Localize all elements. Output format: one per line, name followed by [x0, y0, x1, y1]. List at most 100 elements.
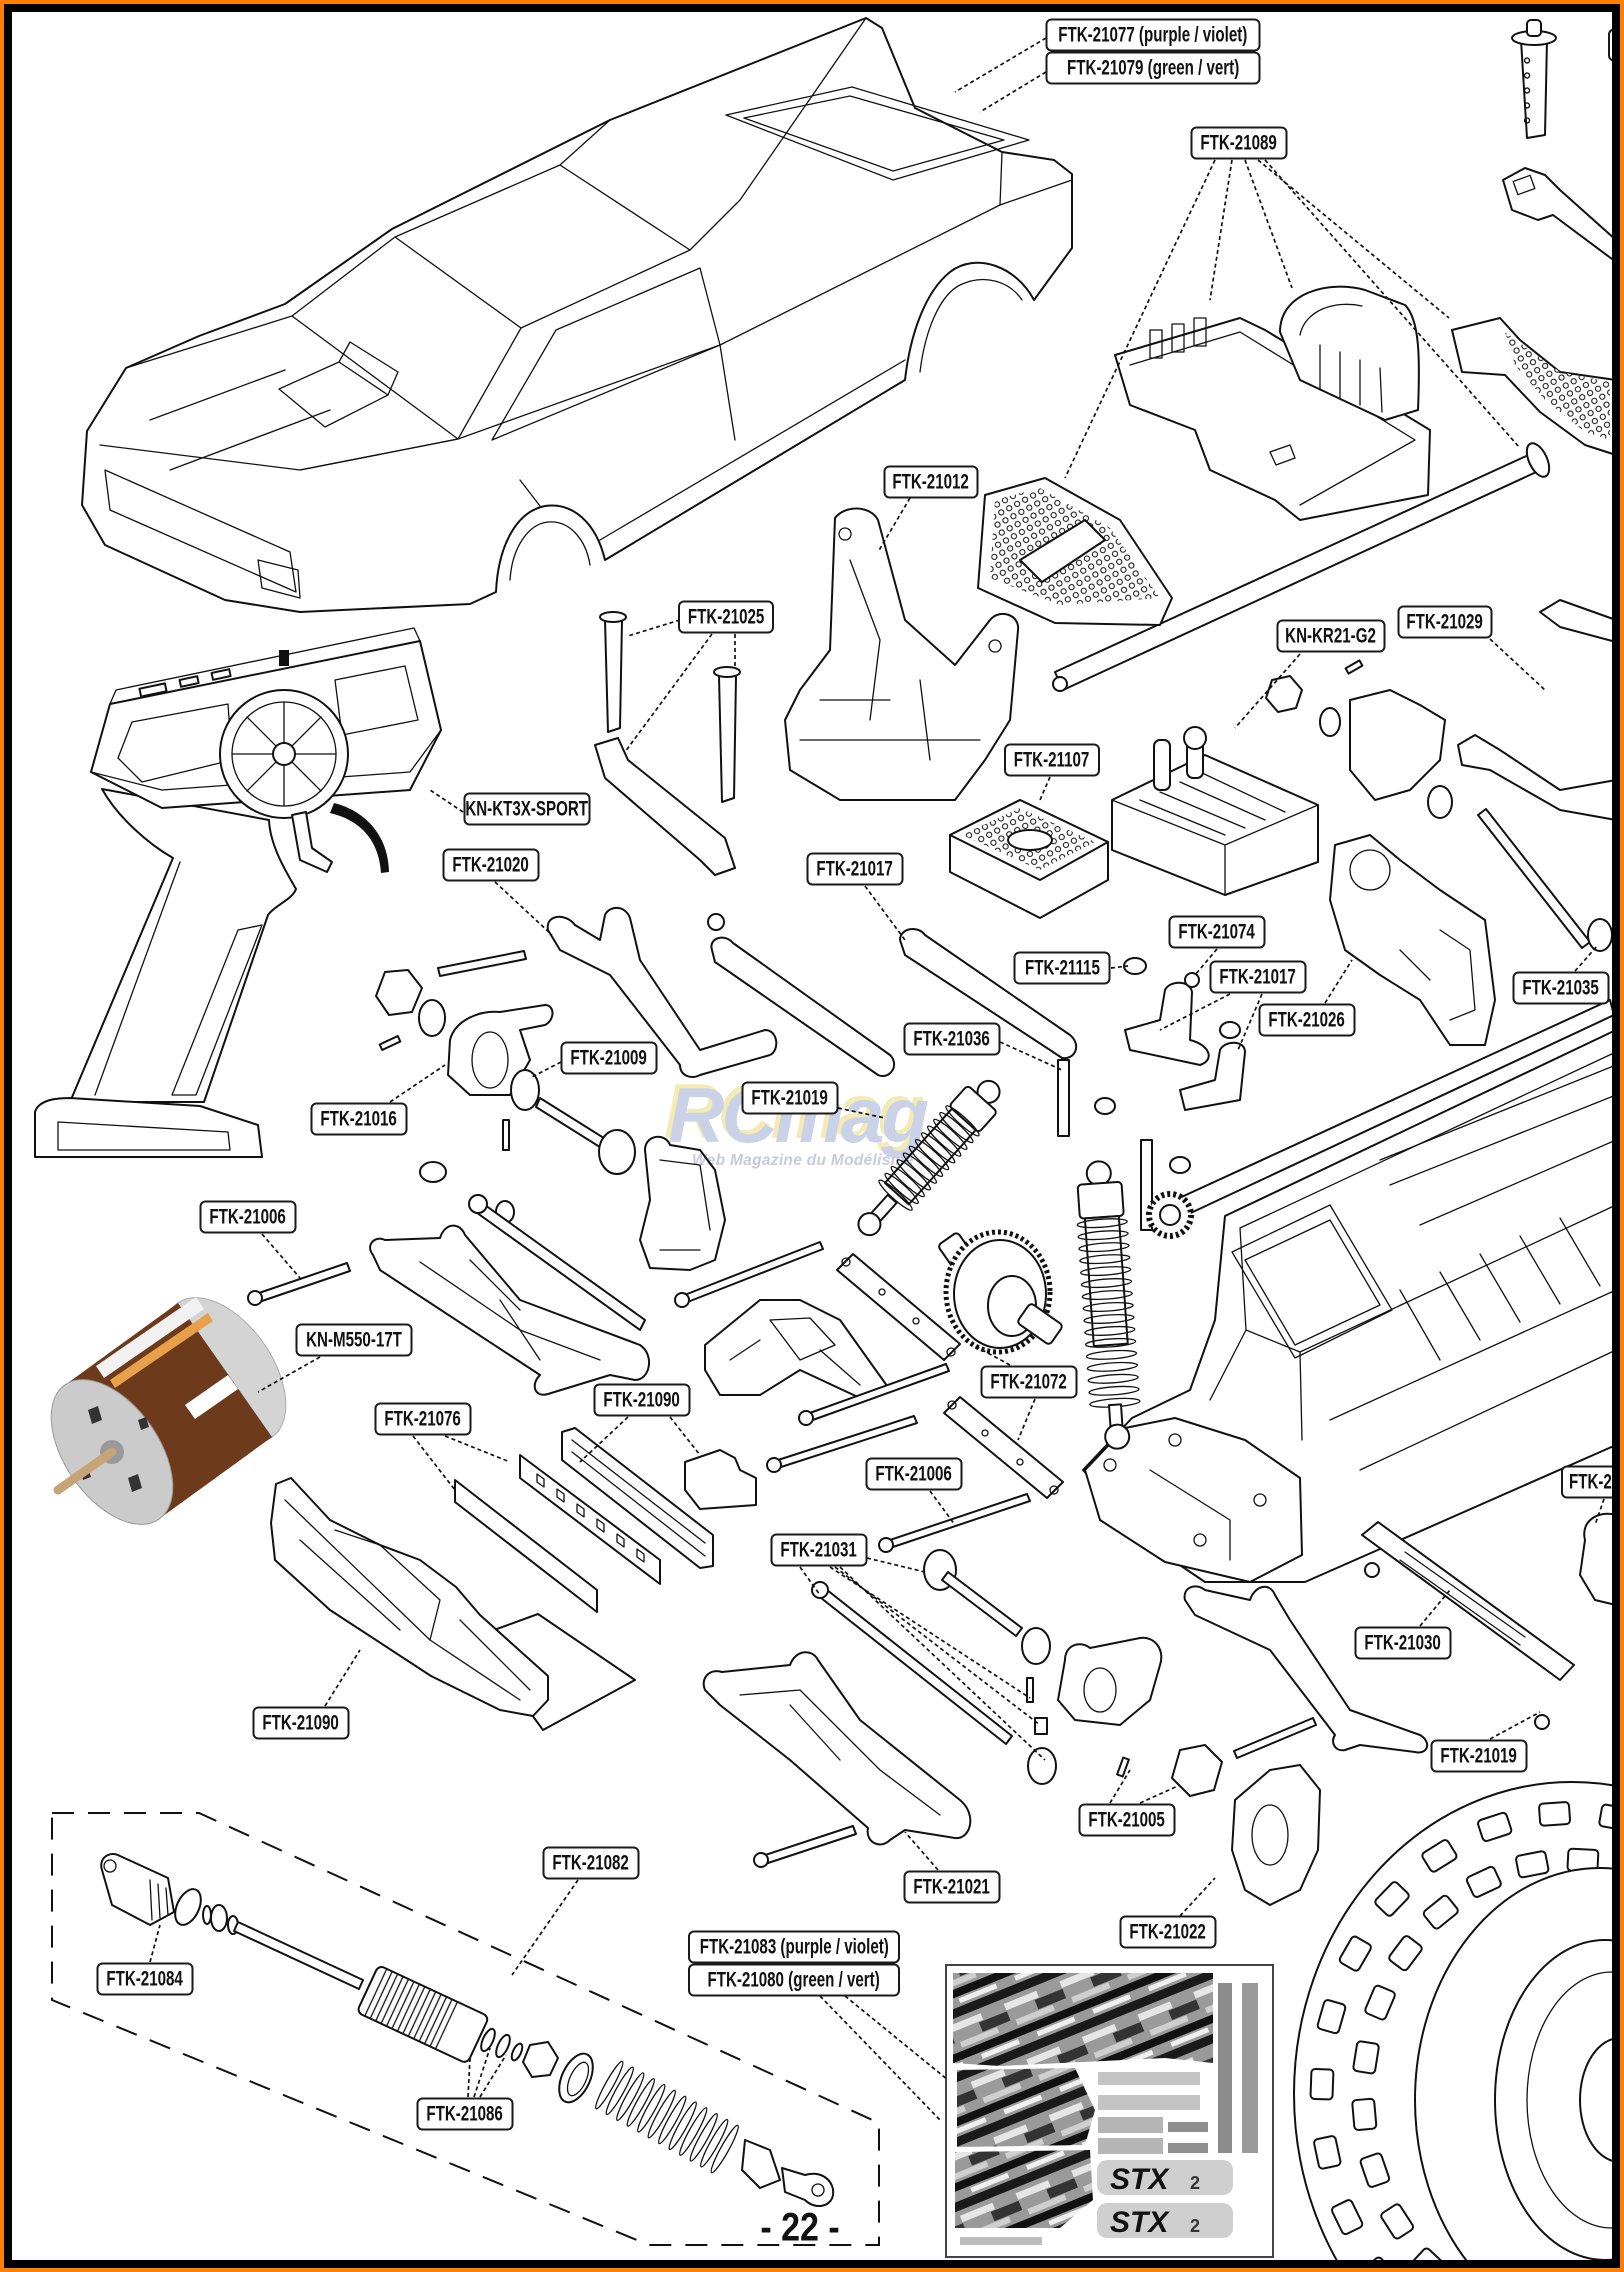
lower-arm-rear — [702, 1651, 972, 1846]
bearing-b — [1094, 1097, 1116, 1115]
callout-text: FTK-21080 (green / vert) — [707, 1968, 881, 1991]
shock-spring-part — [595, 2060, 739, 2174]
tx-trigger — [291, 811, 333, 873]
mount-arm — [1502, 167, 1617, 263]
steering-block — [639, 1135, 726, 1271]
spring-coil — [1080, 1278, 1133, 1289]
shock-cap-ring — [174, 1888, 202, 1926]
callout-text: FTK-21009 — [570, 1046, 648, 1069]
esc-box — [1111, 754, 1319, 896]
callout-text: FTK-21025 — [687, 605, 765, 628]
spring-coil — [689, 2113, 718, 2162]
callout-hub-carrier-left: FTK-21016 — [310, 1102, 408, 1136]
rear-hub-ring — [1083, 1667, 1117, 1713]
tread-block — [1338, 1935, 1372, 1972]
callout-text: FTK-21006 — [209, 1205, 287, 1228]
spring-coil — [616, 2072, 645, 2121]
battery-tray-drawing — [1451, 317, 1617, 456]
callout-steering-link: FTK-21017 — [806, 852, 904, 886]
steering-block-detail — [659, 1159, 711, 1251]
shock-collar-inner — [566, 2061, 590, 2097]
callout-text: KN-M550-17T — [306, 1328, 402, 1351]
bearing-c — [1219, 1021, 1241, 1039]
shock-o-ring-3 — [510, 2042, 524, 2062]
ball-stud — [1184, 972, 1200, 988]
right-edge-part — [1579, 1512, 1617, 1606]
right-hub-carrier-drawing — [1349, 599, 1617, 952]
esc-drawing — [1111, 659, 1364, 896]
spring-coil — [626, 2078, 655, 2127]
callout-text: FTK-21086 — [426, 2102, 504, 2125]
callout-axle: FTK-21009 — [560, 1041, 658, 1075]
tread-block — [1351, 2097, 1378, 2131]
callout-text: FTK-21089 — [1200, 131, 1278, 154]
spring-coil — [605, 2066, 634, 2116]
shock-o-ring-1 — [480, 2027, 496, 2053]
tx-trigger-guard — [330, 803, 389, 873]
pinion-hub — [1159, 1204, 1181, 1226]
upper-arm-rear — [1183, 1585, 1429, 1754]
receiver-cover-ribs — [1299, 303, 1383, 413]
foam-strip-2 — [519, 1454, 661, 1585]
spring-coil — [908, 1145, 944, 1178]
callout-text: FTK-2 — [1569, 1470, 1612, 1493]
esc-cap-1 — [1153, 739, 1171, 791]
wheel-tire-drawing — [1293, 1781, 1624, 2272]
bumper-mount — [684, 1449, 757, 1510]
callout-text: FTK-21017 — [816, 857, 894, 880]
post-1-head — [599, 611, 627, 623]
right-driveshaft — [1477, 808, 1591, 949]
tower-details — [799, 527, 1002, 761]
callout-cut-off-right: FTK-2 — [1561, 1465, 1624, 1499]
chassis-battery-box — [1231, 1204, 1393, 1359]
callout-decals-green: FTK-21080 (green / vert) — [688, 1963, 900, 1997]
shock-nut — [522, 2041, 559, 2078]
motor-label-stripe-orange — [110, 1313, 213, 1388]
callout-gearbox: FTK-21026 — [1258, 1003, 1356, 1037]
spring-coil — [1076, 1218, 1128, 1229]
callout-text: FTK-21029 — [1406, 610, 1484, 633]
rear-pin-head — [753, 1852, 769, 1868]
callout-text: FTK-21115 — [1024, 956, 1100, 979]
callout-leader-lines — [149, 37, 1605, 2121]
spring-coil — [1082, 1301, 1134, 1312]
upper-arm — [546, 906, 778, 1078]
mount-square-hole — [1512, 174, 1536, 196]
post-2-head — [713, 666, 741, 678]
spring-coil — [939, 1111, 974, 1144]
callout-text: FTK-21030 — [1364, 1631, 1442, 1654]
rear-shock-drawing — [1076, 1160, 1141, 1450]
front-bulkhead — [704, 1299, 891, 1399]
hinge-pin-d — [886, 1493, 1031, 1549]
servo-saver-hex — [1265, 675, 1303, 713]
callout-shock-cap: FTK-21084 — [96, 1962, 194, 1996]
callout-text: FTK-21083 (purple / violet) — [699, 1935, 889, 1958]
decal-logo-2-suffix: 2 — [1190, 2216, 1200, 2236]
rear-suspension-drawing — [702, 1521, 1575, 1906]
callout-decals-purple: FTK-21083 (purple / violet) — [688, 1930, 900, 1964]
decal-text-strip-5 — [1098, 2138, 1163, 2154]
shock-o-ring-2 — [495, 2033, 511, 2059]
link-ball-stud — [707, 913, 725, 931]
tower-outline — [784, 507, 1020, 801]
receiver-cover — [1279, 285, 1420, 421]
upper-arm-pin — [1233, 1717, 1317, 1759]
motor-label-logo — [185, 1375, 238, 1419]
callout-rear-hub-carrier: FTK-21022 — [1119, 1915, 1217, 1949]
shock-spring — [878, 1105, 980, 1211]
spring-coil — [668, 2101, 697, 2151]
shaft-end-ring — [1525, 442, 1551, 478]
callout-receiver-cover: FTK-21107 — [1004, 743, 1100, 777]
shock-shaft — [1107, 1403, 1124, 1429]
callout-text: FTK-21031 — [780, 1538, 858, 1561]
electronics-plate-drawing — [1114, 285, 1431, 521]
esc-fins — [1111, 771, 1319, 896]
shock-bottom-eyelet — [1104, 1423, 1131, 1450]
steering-link — [899, 928, 1078, 1060]
shock-bottom-eyelet — [857, 1212, 882, 1237]
shock-rod-end — [781, 2167, 835, 2207]
axle-bearing — [510, 1069, 540, 1111]
shock-spring-cup — [741, 2139, 781, 2189]
skid-logo-bar — [1019, 519, 1106, 583]
callout-steering-post: FTK-21036 — [903, 1022, 1001, 1056]
